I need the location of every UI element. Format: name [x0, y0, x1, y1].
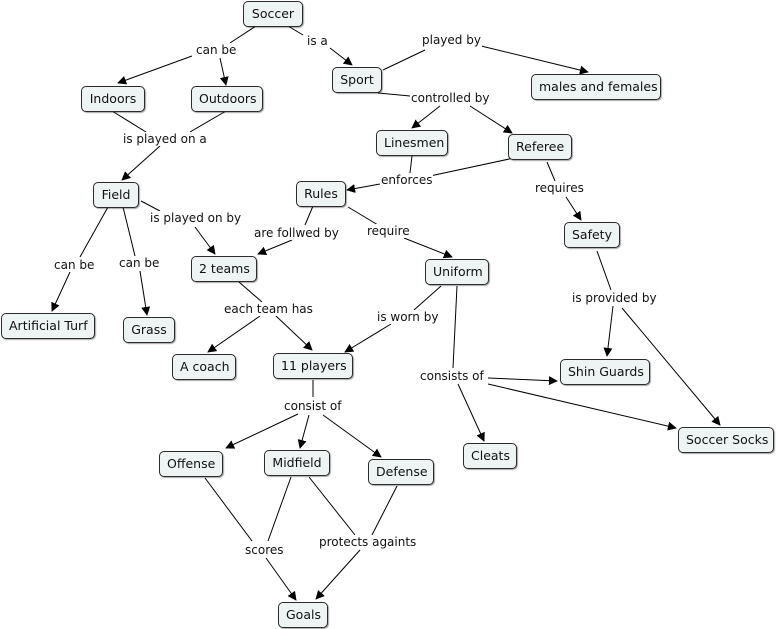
link-played-by: played by [421, 33, 482, 47]
connector-line [229, 25, 257, 44]
concept-indoors[interactable]: Indoors [81, 86, 145, 112]
concept-2-teams[interactable]: 2 teams [191, 256, 257, 282]
concept-uniform[interactable]: Uniform [425, 259, 489, 285]
connector-line [287, 25, 304, 36]
connector-line [546, 161, 556, 182]
link-can-be-turf: can be [53, 258, 96, 272]
connector-line [469, 105, 513, 134]
connector-line [315, 549, 361, 600]
link-enforces: enforces [380, 173, 434, 187]
connector-line [621, 307, 721, 426]
connector-line [257, 239, 293, 256]
connector-line [371, 485, 398, 536]
connector-line [411, 105, 441, 129]
connector-line [429, 157, 515, 177]
link-scores: scores [244, 543, 285, 557]
link-consist-of: consist of [283, 399, 343, 413]
connector-line [225, 413, 299, 449]
concept-safety[interactable]: Safety [564, 222, 620, 248]
connector-line [238, 281, 263, 303]
connector-line [117, 55, 193, 85]
connector-line [565, 196, 582, 221]
concept-defense[interactable]: Defense [368, 459, 434, 485]
link-is-a: is a [306, 34, 329, 48]
link-protects-againts: protects againts [318, 535, 418, 549]
link-are-follwed-by: are follwed by [253, 226, 340, 240]
connector-line [409, 155, 413, 174]
connector-line [452, 285, 458, 369]
connector-line [265, 557, 297, 601]
connector-line [189, 110, 227, 133]
connector-line [382, 49, 426, 71]
connector-line [346, 183, 381, 193]
connector-line [457, 383, 485, 442]
link-requires: requires [534, 181, 585, 195]
concept-soccer[interactable]: Soccer [243, 1, 303, 27]
concept-grass[interactable]: Grass [123, 317, 175, 343]
connector-line [329, 47, 353, 66]
link-consists-of: consists of [419, 369, 485, 383]
connector-line [111, 110, 147, 133]
concept-field[interactable]: Field [93, 182, 139, 208]
connector-line [603, 305, 614, 357]
connector-line [347, 206, 379, 226]
concept-males-and-females[interactable]: males and females [531, 74, 661, 100]
connector-line [308, 476, 356, 536]
connector-line [413, 285, 442, 311]
concept-a-coach[interactable]: A coach [172, 354, 236, 380]
connector-line [194, 226, 216, 255]
connector-line [596, 250, 612, 291]
concept-rules[interactable]: Rules [296, 181, 346, 207]
connector-line [267, 476, 292, 542]
concept-referee[interactable]: Referee [508, 134, 572, 160]
concept-goals[interactable]: Goals [278, 602, 328, 628]
connector-line [140, 200, 161, 212]
connector-line [403, 237, 453, 259]
concept-offense[interactable]: Offense [159, 451, 223, 477]
concept-sport[interactable]: Sport [332, 67, 382, 93]
connector-line [121, 145, 161, 181]
link-is-played-on-by: is played on by [149, 211, 243, 225]
connector-line [204, 477, 253, 542]
link-can-be-grass: can be [118, 256, 161, 270]
connector-line [304, 205, 314, 226]
concept-11-players[interactable]: 11 players [273, 353, 353, 379]
connector-line [297, 414, 310, 449]
concept-midfield[interactable]: Midfield [264, 450, 330, 476]
connector-line [275, 315, 313, 351]
connector-line [139, 270, 151, 316]
link-each-team-has: each team has [223, 302, 314, 316]
connector-line [207, 315, 261, 353]
concept-linesmen[interactable]: Linesmen [376, 130, 448, 156]
concept-shin-guards[interactable]: Shin Guards [560, 359, 650, 385]
connector-line [377, 92, 411, 97]
concept-artificial-turf[interactable]: Artificial Turf [1, 313, 95, 339]
connector-line [487, 383, 677, 431]
connector-line [79, 206, 109, 258]
connector-line [476, 44, 589, 75]
link-is-worn-by: is worn by [376, 310, 440, 324]
connector-line [487, 376, 558, 386]
link-is-played-on-a: is played on a [122, 132, 208, 146]
connector-line [344, 323, 392, 353]
link-require: require [366, 224, 411, 238]
concept-soccer-socks[interactable]: Soccer Socks [678, 427, 774, 453]
concept-cleats[interactable]: Cleats [463, 443, 517, 469]
concept-outdoors[interactable]: Outdoors [191, 86, 263, 112]
connector-line [51, 271, 71, 312]
link-controlled-by: controlled by [410, 91, 491, 105]
connector-line [322, 414, 382, 458]
link-is-provided-by: is provided by [571, 291, 658, 305]
connector-line [122, 206, 136, 257]
connector-line [219, 57, 229, 86]
link-can-be: can be [195, 43, 238, 57]
